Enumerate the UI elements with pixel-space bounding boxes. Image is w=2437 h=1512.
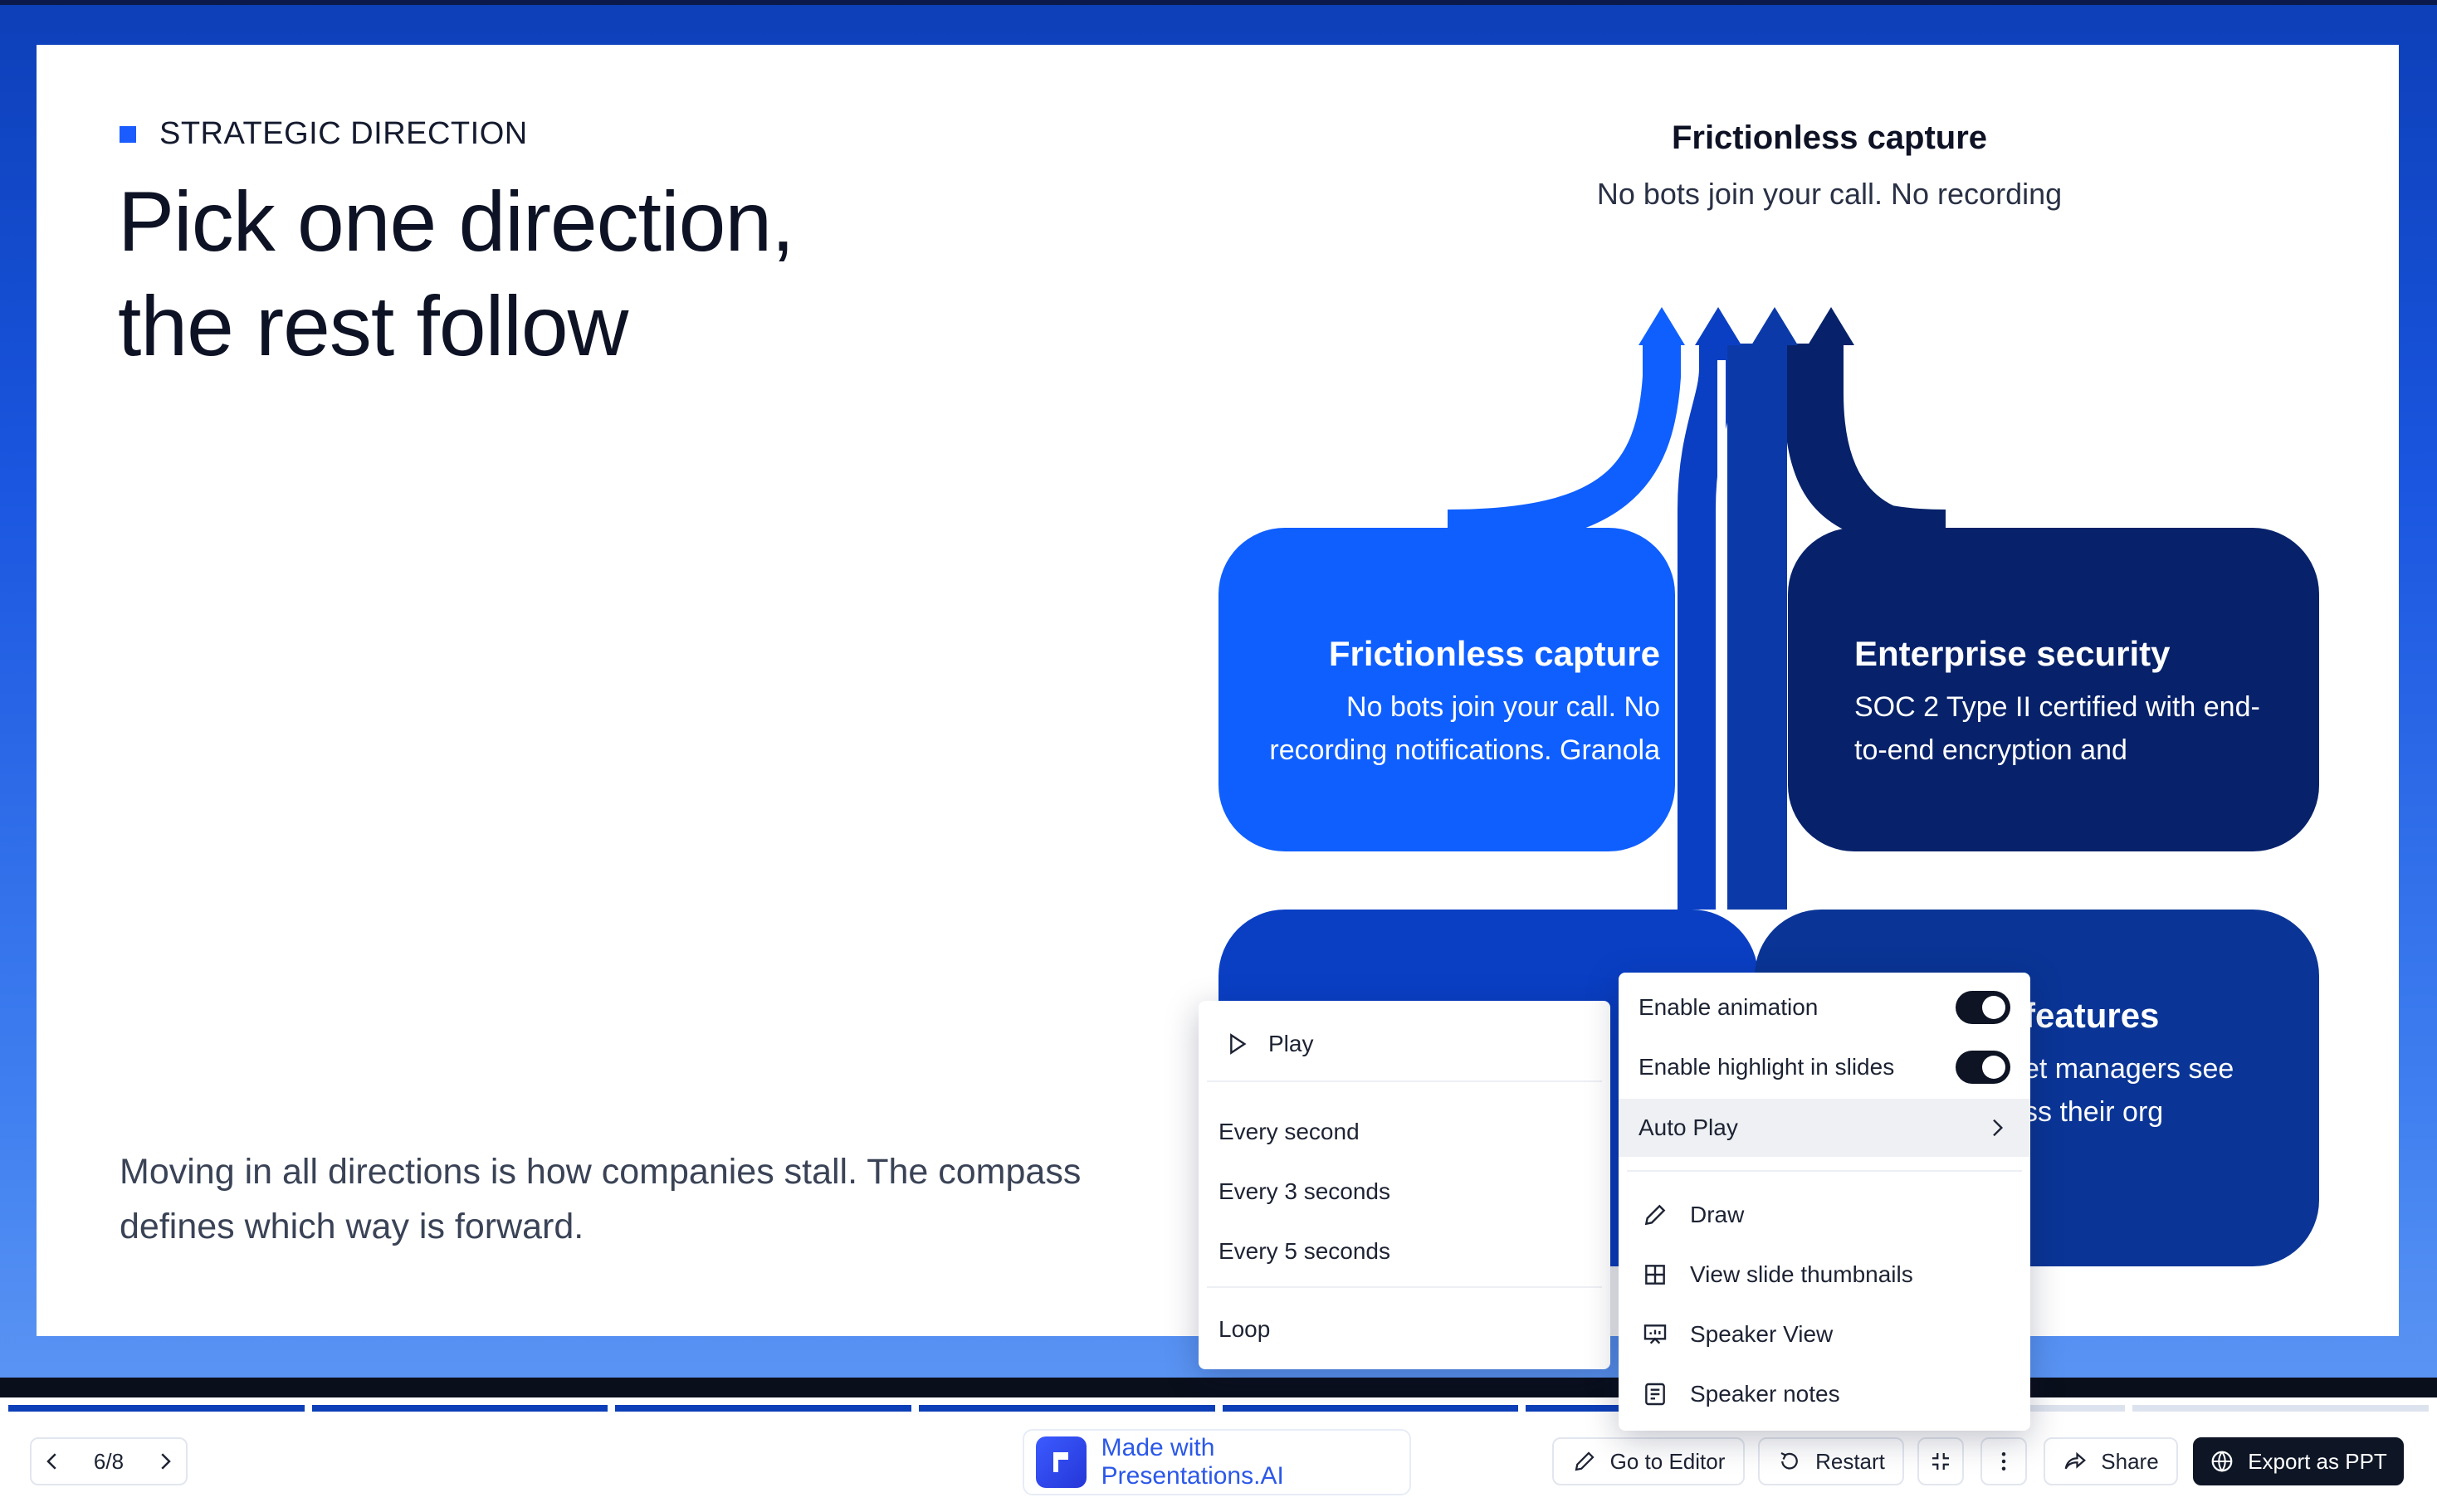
pencil-icon [1644,1204,1666,1226]
next-slide-button[interactable] [153,1449,178,1474]
progress-track-background [0,1378,2437,1397]
speaker-view-item[interactable]: Speaker View [1619,1308,2030,1361]
slide-lead-text: Moving in all directions is how companie… [120,1152,1082,1246]
view-thumbnails-label: View slide thumbnails [1690,1261,1913,1287]
box-top-right-line-1: SOC 2 Type II certified with end- [1854,691,2260,723]
progress-segment[interactable] [615,1405,911,1412]
enable-highlight-item: Enable highlight in slides [1619,1041,2030,1094]
auto-play-item[interactable]: Auto Play [1619,1099,2030,1157]
speaker-notes-label: Speaker notes [1690,1381,1840,1407]
speaker-notes-item[interactable]: Speaker notes [1619,1368,2030,1421]
view-thumbnails-item[interactable]: View slide thumbnails [1619,1248,2030,1301]
go-to-editor-button[interactable]: Go to Editor [1552,1437,1745,1485]
every-5-seconds-item[interactable]: Every 5 seconds [1199,1225,1610,1278]
box-top-left-heading: Frictionless capture [1328,634,1660,673]
arrow-head-1 [1639,307,1685,345]
enable-animation-item: Enable animation [1619,981,2030,1034]
pencil-icon [1575,1451,1595,1471]
more-vertical-icon [2001,1452,2006,1471]
progress-segment[interactable] [8,1405,305,1412]
progress-segment[interactable] [1222,1405,1519,1412]
progress-segment[interactable] [918,1405,1215,1412]
made-with-label: Made with Presentations.AI [1101,1434,1284,1490]
export-label: Export as PPT [2248,1448,2387,1474]
enable-highlight-toggle[interactable] [1956,1051,2010,1084]
exit-fullscreen-button[interactable] [1917,1437,1964,1485]
share-icon [2064,1451,2087,1470]
play-menu-item[interactable]: Play [1199,1017,1610,1071]
draw-label: Draw [1690,1202,1745,1227]
made-with-badge[interactable]: Made with Presentations.AI [1023,1429,1411,1495]
presentations-ai-logo-icon [1036,1436,1087,1488]
eyebrow-square-icon [120,125,136,143]
slide-title-line-1: Pick one direction, [118,174,794,269]
diagram-box-top-right [1788,528,2319,851]
slide-progress-bar [8,1405,2429,1412]
enable-animation-label: Enable animation [1639,994,1819,1020]
enable-animation-toggle[interactable] [1956,991,2010,1024]
every-3-seconds-label: Every 3 seconds [1218,1178,1390,1204]
restart-button[interactable]: Restart [1758,1437,1904,1485]
notes-icon [1645,1383,1665,1406]
arrow-head-3 [1751,307,1798,345]
eyebrow-text: STRATEGIC DIRECTION [159,116,528,151]
more-options-button[interactable] [1980,1437,2027,1485]
autoplay-submenu: Play Every second Every 3 seconds Every … [1199,1001,1610,1369]
chevron-left-icon [46,1453,56,1470]
loop-item[interactable]: Loop [1199,1303,1610,1356]
share-button[interactable]: Share [2044,1437,2178,1485]
menu-divider [1207,1286,1602,1288]
top-caption-text: No bots join your call. No recording [1596,177,2063,211]
chevron-right-icon [1993,1119,2004,1137]
draw-item[interactable]: Draw [1619,1188,2030,1241]
box-top-left-text: Frictionless capture No bots join your c… [1269,634,1660,772]
box-top-right-text: Enterprise security SOC 2 Type II certif… [1854,634,2260,772]
speaker-view-label: Speaker View [1690,1321,1834,1347]
diagram-box-top-left [1218,528,1675,851]
top-caption: Frictionless capture No bots join your c… [1414,119,2244,212]
top-caption-heading: Frictionless capture [1671,119,1988,156]
chevron-right-icon [161,1453,171,1470]
slide-pager: 6/8 [30,1437,188,1485]
box-bottom-right-heading: features [2024,996,2160,1035]
restart-label: Restart [1815,1448,1885,1474]
restart-icon [1780,1451,1798,1470]
progress-segment[interactable] [311,1405,608,1412]
globe-icon [2211,1451,2233,1472]
slide-eyebrow: STRATEGIC DIRECTION [120,116,528,152]
play-label: Play [1268,1031,1314,1056]
loop-label: Loop [1218,1316,1271,1342]
box-bottom-right-line-1: et managers see [2024,1053,2234,1085]
prev-slide-button[interactable] [40,1449,65,1474]
every-3-seconds-item[interactable]: Every 3 seconds [1199,1165,1610,1218]
menu-divider [1627,1170,2022,1172]
share-label: Share [2101,1448,2159,1474]
box-bottom-right-text: features et managers see ss their org [2024,996,2234,1134]
go-to-editor-label: Go to Editor [1609,1448,1726,1474]
menu-divider [1207,1080,1602,1082]
auto-play-label: Auto Play [1639,1114,1738,1140]
every-second-label: Every second [1218,1119,1360,1144]
every-5-seconds-label: Every 5 seconds [1218,1238,1390,1264]
box-top-left-line-1: No bots join your call. No [1346,691,1660,723]
export-ppt-button[interactable]: Export as PPT [2193,1437,2404,1485]
slide-title-line-2: the rest follow [118,279,628,373]
presentation-icon [1643,1324,1667,1344]
box-top-left-line-2: recording notifications. Granola [1269,734,1660,766]
arrow-head-4 [1808,307,1854,345]
minimize-icon [1932,1453,1949,1470]
box-top-right-heading: Enterprise security [1854,634,2171,673]
grid-icon [1645,1265,1665,1285]
page-indicator: 6/8 [93,1448,125,1474]
play-icon [1230,1033,1247,1055]
progress-segment[interactable] [2132,1405,2429,1412]
every-second-item[interactable]: Every second [1199,1105,1610,1158]
arrow-head-2 [1695,307,1741,345]
enable-highlight-label: Enable highlight in slides [1639,1054,1895,1080]
slide-title: Pick one direction, the rest follow [118,169,948,378]
box-bottom-right-line-2: ss their org [2024,1096,2164,1128]
box-top-right-line-2: to-end encryption and [1854,734,2127,766]
options-menu: Enable animation Enable highlight in sli… [1619,973,2030,1431]
